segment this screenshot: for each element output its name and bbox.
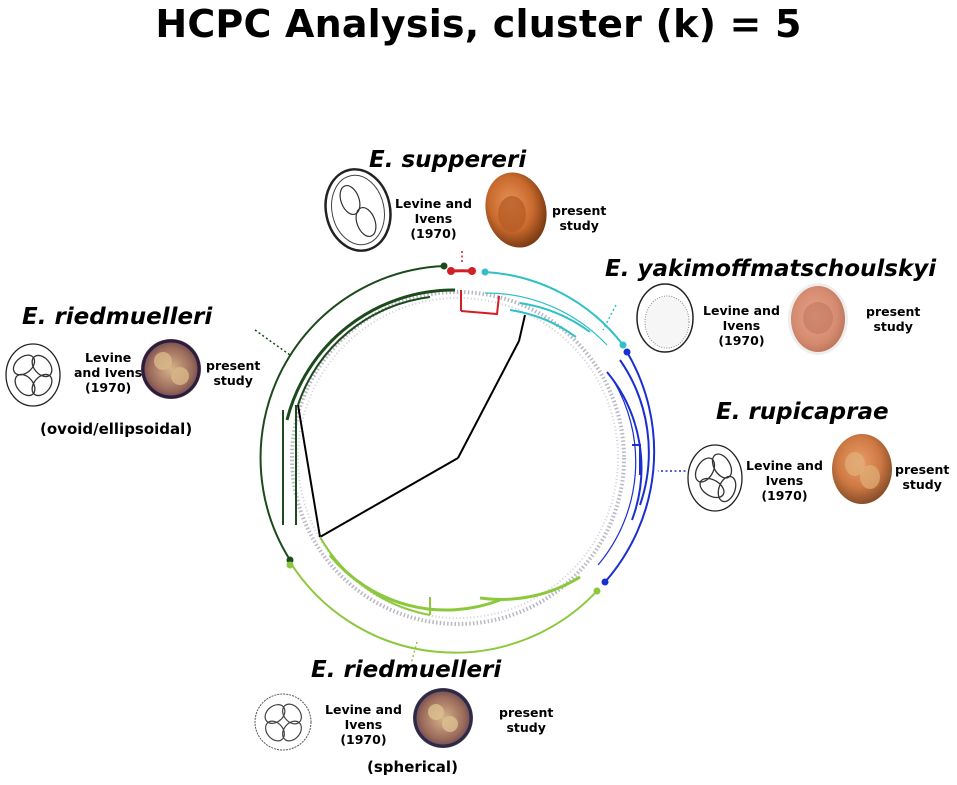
oocyst-drawing-rupicaprae (687, 444, 743, 512)
oocyst-photo-rupicaprae (832, 434, 892, 504)
species-label-riedmuelleri-spherical: E. riedmuelleri (311, 657, 502, 683)
shape-label-ovoid: (ovoid/ellipsoidal) (40, 420, 193, 438)
oocyst-photo-riedmuelleri-ovoid (141, 339, 201, 399)
sample-label-ring (290, 290, 626, 626)
leader-lines (254, 250, 690, 665)
species-label-rupicaprae: E. rupicaprae (716, 399, 889, 425)
arc-riedmuelleri-spherical (289, 561, 598, 654)
oocyst-photo-riedmuelleri-spherical (413, 688, 473, 748)
oocyst-drawing-yakimoff (636, 283, 694, 353)
oocyst-photo-yakimoff (788, 283, 848, 355)
sample-label-ring-inner (297, 297, 619, 619)
dendrogram-branches (282, 288, 650, 616)
species-label-suppereri: E. suppereri (369, 147, 527, 173)
oocyst-photo-suppereri (485, 172, 547, 248)
oocyst-drawing-riedmuelleri-spherical (254, 693, 312, 751)
arc-yakimoff (484, 271, 624, 346)
cluster-arc-endpoints (286, 262, 631, 595)
oocyst-drawing-riedmuelleri-ovoid (5, 343, 61, 407)
arc-riedmuelleri-ovoid (259, 265, 445, 561)
root-branch (457, 340, 520, 459)
figure-title: HCPC Analysis, cluster (k) = 5 (155, 2, 802, 46)
cluster-arcs (259, 265, 656, 654)
species-label-riedmuelleri-ovoid: E. riedmuelleri (22, 304, 213, 330)
arc-rupicaprae (604, 351, 656, 583)
oocyst-drawing-suppereri (324, 168, 392, 252)
shape-label-spherical: (spherical) (367, 758, 458, 776)
species-label-yakimoff: E. yakimoffmatschoulskyi (605, 256, 937, 282)
root-branch (319, 457, 459, 538)
